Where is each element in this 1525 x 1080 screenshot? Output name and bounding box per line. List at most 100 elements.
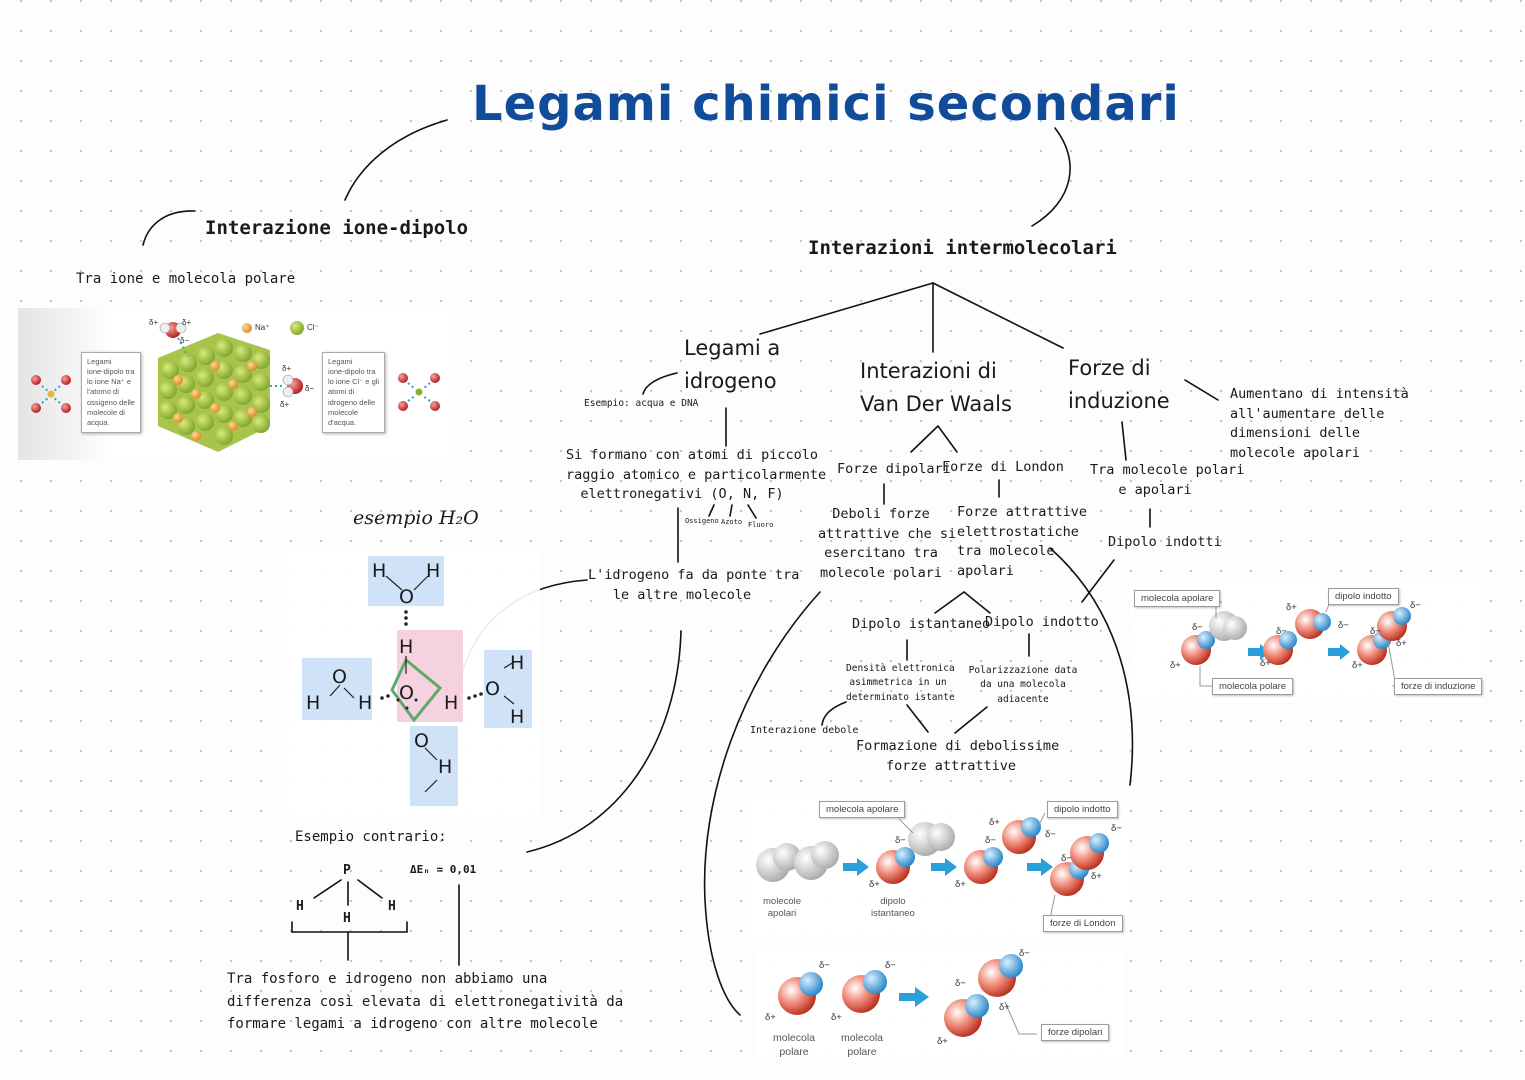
atom-h: H bbox=[372, 560, 387, 582]
ion-dipole-heading: Interazione ione-dipolo bbox=[205, 217, 469, 239]
dipolar-forces-desc: Deboli forze attrattive che si esercitan… bbox=[818, 506, 957, 581]
delta-plus-label: δ+ bbox=[831, 1012, 842, 1023]
oxygen-label: Ossigeno bbox=[685, 517, 719, 525]
delta-plus-label: δ+ bbox=[989, 817, 1000, 828]
delta-plus-label: δ+ bbox=[1091, 871, 1102, 882]
atom-h: H bbox=[306, 692, 321, 714]
delta-minus-label: δ− bbox=[1019, 948, 1030, 959]
caption-polar-molecule: molecola polare bbox=[773, 1032, 816, 1058]
delta-plus-label: δ+ bbox=[999, 1002, 1010, 1013]
dipolar-forces-label: Forze dipolari bbox=[837, 461, 951, 477]
delta-minus-label: δ− bbox=[1045, 829, 1056, 840]
hydrogen-bridge: L'idrogeno fa da ponte tra le altre mole… bbox=[588, 567, 800, 603]
tag-induction-forces: forze di induzione bbox=[1394, 678, 1483, 695]
crystal-cube bbox=[158, 333, 270, 452]
h2o-hydrogen-bond-figure: H O H H O H H O H O H H O H bbox=[282, 548, 540, 816]
caption-polar-molecule: molecola polare bbox=[841, 1032, 884, 1058]
delta-plus-label: δ+ bbox=[1396, 638, 1407, 649]
induction-title: Forze di induzione bbox=[1068, 356, 1170, 413]
tag-induced-dipole: dipolo indotto bbox=[1047, 801, 1118, 818]
cl-legend-label: Cl⁻ bbox=[307, 323, 319, 332]
atom-o: O bbox=[485, 678, 500, 700]
dipolar-forces-figure: forze dipolari molecola polare molecola … bbox=[757, 948, 1125, 1062]
tag-apolar-molecule: molecola apolare bbox=[819, 801, 906, 818]
induced-dipole-label: Dipolo indotto bbox=[985, 614, 1099, 630]
delta-minus-label: δ− bbox=[180, 336, 190, 345]
london-molecules bbox=[756, 812, 1109, 924]
tag-london-forces: forze di London bbox=[1043, 915, 1123, 932]
ion-dipole-desc: Tra ione e molecola polare bbox=[76, 271, 296, 287]
delta-minus-label: δ− bbox=[955, 978, 966, 989]
induction-note: Aumentano di intensità all'aumentare del… bbox=[1230, 386, 1409, 461]
caption-apolar-molecules: molecole apolari bbox=[763, 896, 802, 920]
induced-dipole-desc: Polarizzazione data da una molecola adia… bbox=[968, 665, 1078, 705]
atom-h: H bbox=[343, 911, 351, 926]
induction-molecules bbox=[1181, 601, 1411, 687]
atom-h: H bbox=[444, 692, 459, 714]
delta-plus-label: δ+ bbox=[1260, 658, 1271, 669]
delta-minus-label: δ− bbox=[1338, 620, 1349, 631]
atom-h: H bbox=[388, 899, 396, 914]
intermolecular-heading: Interazioni intermolecolari bbox=[808, 237, 1117, 259]
delta-plus-label: δ+ bbox=[937, 1036, 948, 1047]
delta-minus-label: δ− bbox=[885, 960, 896, 971]
weak-forces-result: Formazione di debolissime forze attratti… bbox=[856, 738, 1060, 774]
atom-h: H bbox=[510, 706, 525, 728]
delta-plus-label: δ+ bbox=[869, 879, 880, 890]
delta-minus-label: δ− bbox=[1111, 823, 1122, 834]
induction-between: Tra molecole polari e apolari bbox=[1090, 462, 1245, 498]
atom-h: O bbox=[414, 730, 429, 752]
info-box-cl: Legami ione-dipolo tra lo ione Cl⁻ e gli… bbox=[322, 352, 386, 433]
delta-plus-label: δ+ bbox=[280, 400, 290, 409]
delta-minus-label: δ− bbox=[1192, 622, 1203, 633]
induced-dipoles-label: Dipolo indotti bbox=[1108, 534, 1222, 550]
delta-minus-label: δ− bbox=[1410, 600, 1421, 611]
delta-minus-label: δ− bbox=[305, 384, 315, 393]
induction-forces-figure: molecola apolare dipolo indotto molecola… bbox=[1130, 580, 1483, 702]
atom-o: O bbox=[399, 586, 414, 608]
counter-example-label: Esempio contrario: bbox=[295, 829, 447, 845]
fluorine-label: Fluoro bbox=[748, 521, 774, 529]
water-molecules bbox=[31, 322, 440, 413]
water-hbond-diagram bbox=[302, 556, 532, 806]
nacl-crystal-illustration bbox=[31, 321, 440, 452]
delta-minus-label: δ− bbox=[819, 960, 830, 971]
delta-plus-label: δ+ bbox=[765, 1012, 776, 1023]
cl-legend-icon bbox=[290, 321, 304, 335]
delta-plus-label: δ+ bbox=[149, 318, 159, 327]
weak-interaction-label: Interazione debole bbox=[750, 725, 859, 736]
delta-minus-label: δ− bbox=[895, 835, 906, 846]
atom-h: H bbox=[296, 899, 304, 914]
counter-example-text: Tra fosforo e idrogeno non abbiamo una d… bbox=[227, 971, 624, 1033]
atom-h: H bbox=[399, 636, 414, 658]
delta-minus-label: δ− bbox=[1276, 626, 1287, 637]
atom-h: H bbox=[426, 560, 441, 582]
london-forces-label: Forze di London bbox=[942, 459, 1064, 475]
tag-induced-dipole: dipolo indotto bbox=[1328, 588, 1399, 605]
hydrogen-bond-title: Legami a idrogeno bbox=[684, 336, 781, 393]
vdw-title: Interazioni di Van Der Waals bbox=[860, 359, 1012, 416]
instant-dipole-label: Dipolo istantaneo bbox=[852, 616, 991, 632]
delta-plus-label: δ+ bbox=[182, 318, 192, 327]
delta-plus-label: δ+ bbox=[955, 879, 966, 890]
na-legend-label: Na⁺ bbox=[255, 323, 270, 332]
atom-p: P bbox=[343, 863, 351, 878]
h2o-example-label: esempio H₂O bbox=[353, 507, 479, 529]
delta-electronegativity: ΔEₙ = 0,01 bbox=[410, 863, 477, 876]
atom-h: H bbox=[510, 652, 525, 674]
atom-h: H bbox=[358, 692, 373, 714]
page-title: Legami chimici secondari bbox=[472, 76, 1180, 132]
atom-o: H bbox=[438, 756, 453, 778]
delta-minus-label: δ− bbox=[1061, 853, 1072, 864]
tag-dipolar-forces: forze dipolari bbox=[1041, 1024, 1110, 1041]
delta-plus-label: δ+ bbox=[1286, 602, 1297, 613]
tag-polar-molecule: molecola polare bbox=[1212, 678, 1294, 695]
ion-dipole-figure: δ+ δ+ δ− δ+ δ+ δ− Na⁺ Cl⁻ Legami ione-di… bbox=[18, 308, 448, 460]
delta-minus-label: δ− bbox=[1370, 626, 1381, 637]
instant-dipole-desc: Densità elettronica asimmetrica in un de… bbox=[846, 663, 955, 703]
atom-o: O bbox=[332, 666, 347, 688]
info-box-na: Legami ione-dipolo tra lo ione Na⁺ e l'a… bbox=[81, 352, 141, 433]
london-forces-desc: Forze attrattive elettrostatiche tra mol… bbox=[957, 504, 1088, 579]
delta-minus-label: δ− bbox=[985, 835, 996, 846]
hydrogen-desc: Si formano con atomi di piccolo raggio a… bbox=[566, 447, 827, 503]
